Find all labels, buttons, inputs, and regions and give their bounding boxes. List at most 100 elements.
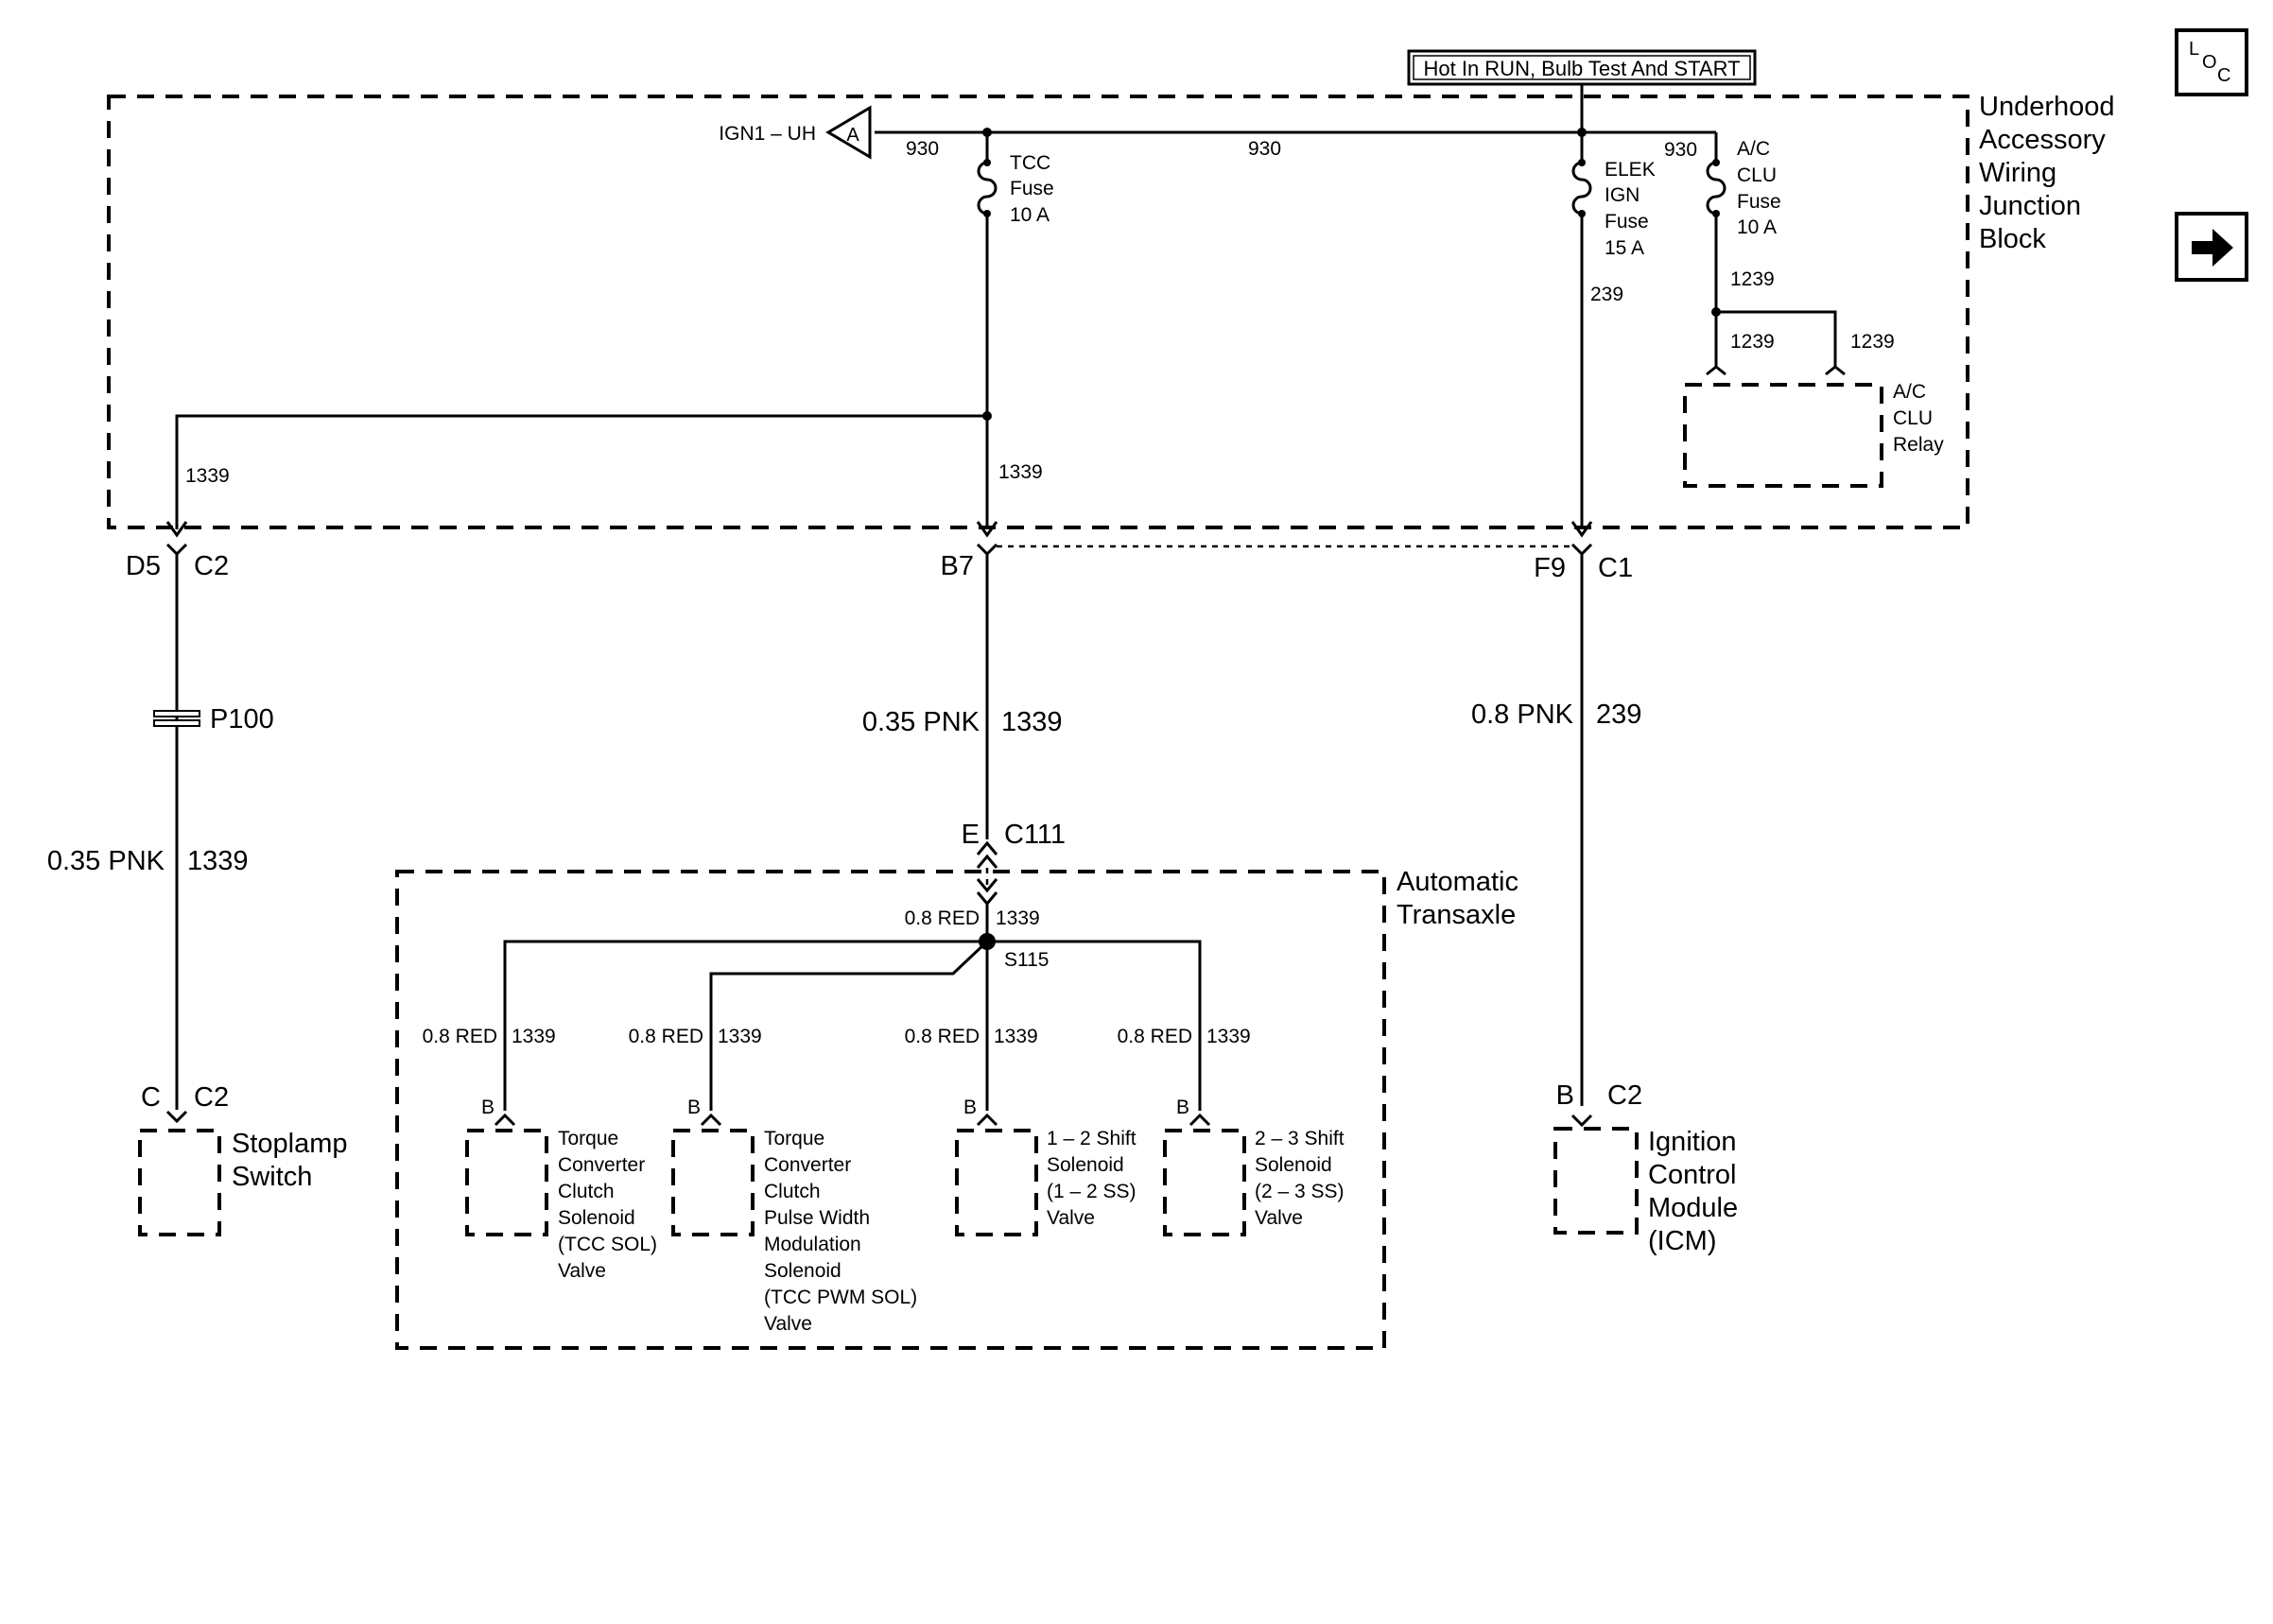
svg-text:1 – 2 Shift: 1 – 2 Shift (1047, 1128, 1136, 1149)
arrow-right-icon (2192, 229, 2233, 267)
elek-ign-fuse (1571, 132, 1592, 217)
power-source-label: Hot In RUN, Bulb Test And START (1407, 49, 1757, 86)
svg-text:(1 – 2 SS): (1 – 2 SS) (1047, 1181, 1136, 1202)
ign1-flag-letter: A (846, 125, 859, 146)
connector-b7: B7 (941, 551, 974, 581)
svg-text:Valve: Valve (1047, 1207, 1095, 1229)
relay-label: Relay (1893, 434, 1944, 456)
svg-text:(TCC SOL): (TCC SOL) (558, 1234, 657, 1255)
loc-letter-l: L (2189, 39, 2199, 60)
icm-label: Module (1648, 1193, 1738, 1223)
jb-title-line: Wiring (1979, 158, 2056, 188)
relay-label: CLU (1893, 407, 1933, 429)
wire-circuit-label: 1339 (718, 1026, 762, 1047)
tcc-pwm-solenoid-label: Torque Converter Clutch Pulse Width Modu… (764, 1128, 917, 1335)
circuit-930-label: 930 (906, 138, 939, 160)
wire-circuit-label: 1339 (1001, 707, 1063, 737)
ign1-label: IGN1 – UH (719, 123, 816, 145)
shift-solenoid-23-label: 2 – 3 Shift Solenoid (2 – 3 SS) Valve (1255, 1128, 1345, 1229)
svg-text:Torque: Torque (764, 1128, 824, 1149)
circuit-930-label: 930 (1248, 138, 1281, 160)
connector-arrow (165, 521, 188, 538)
p100-label: P100 (210, 704, 274, 734)
shift-solenoid-23 (1163, 1129, 1246, 1236)
jb-title-line: Underhood (1979, 92, 2115, 122)
wire-size-label: 0.8 RED (423, 1026, 497, 1047)
branch-wire-tcc-pwm (709, 940, 989, 1111)
svg-text:Modulation: Modulation (764, 1234, 861, 1255)
connector-c2: C2 (194, 1082, 229, 1113)
transaxle-title: Transaxle (1397, 900, 1516, 930)
connector-pin (976, 1113, 998, 1127)
next-page-button[interactable] (2175, 212, 2248, 282)
connector-e: E (962, 820, 980, 850)
branch-wire-23ss (987, 940, 1202, 1111)
location-button[interactable]: L O C (2175, 28, 2248, 96)
svg-text:Converter: Converter (558, 1154, 645, 1176)
svg-text:Valve: Valve (1255, 1207, 1303, 1229)
circuit-1239-label: 1239 (1730, 331, 1775, 353)
wire-size-label: 0.35 PNK (47, 846, 165, 876)
stoplamp-label: Stoplamp (232, 1129, 348, 1159)
tcc-fuse-label: Fuse (1010, 178, 1054, 199)
elek-fuse-label: 15 A (1605, 237, 1644, 259)
splice-label: S115 (1004, 949, 1050, 971)
svg-text:Solenoid: Solenoid (1047, 1154, 1124, 1176)
svg-text:Clutch: Clutch (558, 1181, 615, 1202)
connector-c2: C2 (1607, 1080, 1642, 1111)
wire-size-label: 0.35 PNK (862, 707, 980, 737)
wire-size-label: 0.8 RED (905, 1026, 980, 1047)
wire-size-label: 0.8 RED (629, 1026, 703, 1047)
svg-text:2 – 3 Shift: 2 – 3 Shift (1255, 1128, 1345, 1149)
elek-fuse-label: ELEK (1605, 159, 1656, 181)
power-source-text: Hot In RUN, Bulb Test And START (1423, 57, 1740, 80)
pin-b-label: B (481, 1097, 495, 1118)
jb-title-line: Accessory (1979, 125, 2106, 155)
connector-arrow (1570, 521, 1593, 538)
stoplamp-switch (138, 1129, 221, 1236)
svg-text:Solenoid: Solenoid (764, 1260, 842, 1282)
circuit-930-label: 930 (1664, 139, 1697, 161)
tcc-pwm-solenoid (671, 1129, 755, 1236)
circuit-1339-label: 1339 (998, 461, 1043, 483)
transaxle-title: Automatic (1397, 867, 1518, 897)
connector-d5: D5 (126, 551, 161, 581)
wire-circuit-label: 1339 (512, 1026, 556, 1047)
jb-title-line: Block (1979, 224, 2046, 254)
connector-arrow (976, 521, 998, 538)
shift-solenoid-12 (955, 1129, 1038, 1236)
connector-pin (165, 1110, 188, 1124)
wire-circuit-label: 239 (1596, 700, 1641, 730)
ign1-flag (825, 105, 872, 160)
connector-pin (700, 1113, 722, 1127)
wire-circuit-label: 1339 (187, 846, 249, 876)
pin-b-label: B (1176, 1097, 1189, 1118)
svg-text:Valve: Valve (558, 1260, 606, 1282)
tcc-fuse (977, 132, 998, 217)
svg-text:Valve: Valve (764, 1313, 812, 1335)
svg-text:(2 – 3 SS): (2 – 3 SS) (1255, 1181, 1345, 1202)
ac-fuse-label: A/C (1737, 138, 1770, 160)
svg-text:Pulse Width: Pulse Width (764, 1207, 870, 1229)
connector-pin (494, 1113, 516, 1127)
junction-block-outline (107, 95, 1969, 529)
svg-text:Torque: Torque (558, 1128, 618, 1149)
connector-pin (1189, 1113, 1211, 1127)
circuit-239-label: 239 (1590, 284, 1623, 305)
connector-b: B (1556, 1080, 1574, 1111)
relay-pin (1706, 365, 1726, 376)
transaxle-outline (395, 870, 1386, 1350)
connector-c2: C2 (194, 551, 229, 581)
ac-fuse-label: CLU (1737, 164, 1777, 186)
relay-pin (1825, 365, 1846, 376)
connector-pin (1570, 543, 1593, 557)
stoplamp-label: Switch (232, 1162, 312, 1192)
tcc-solenoid-label: Torque Converter Clutch Solenoid (TCC SO… (558, 1128, 657, 1282)
connector-c: C (141, 1082, 161, 1113)
ac-fuse-label: 10 A (1737, 216, 1777, 238)
elek-fuse-label: IGN (1605, 184, 1640, 206)
elek-fuse-label: Fuse (1605, 211, 1649, 233)
svg-text:(TCC PWM SOL): (TCC PWM SOL) (764, 1287, 917, 1308)
connector-c1: C1 (1598, 553, 1633, 583)
wire-1239-branch (1716, 310, 1837, 369)
